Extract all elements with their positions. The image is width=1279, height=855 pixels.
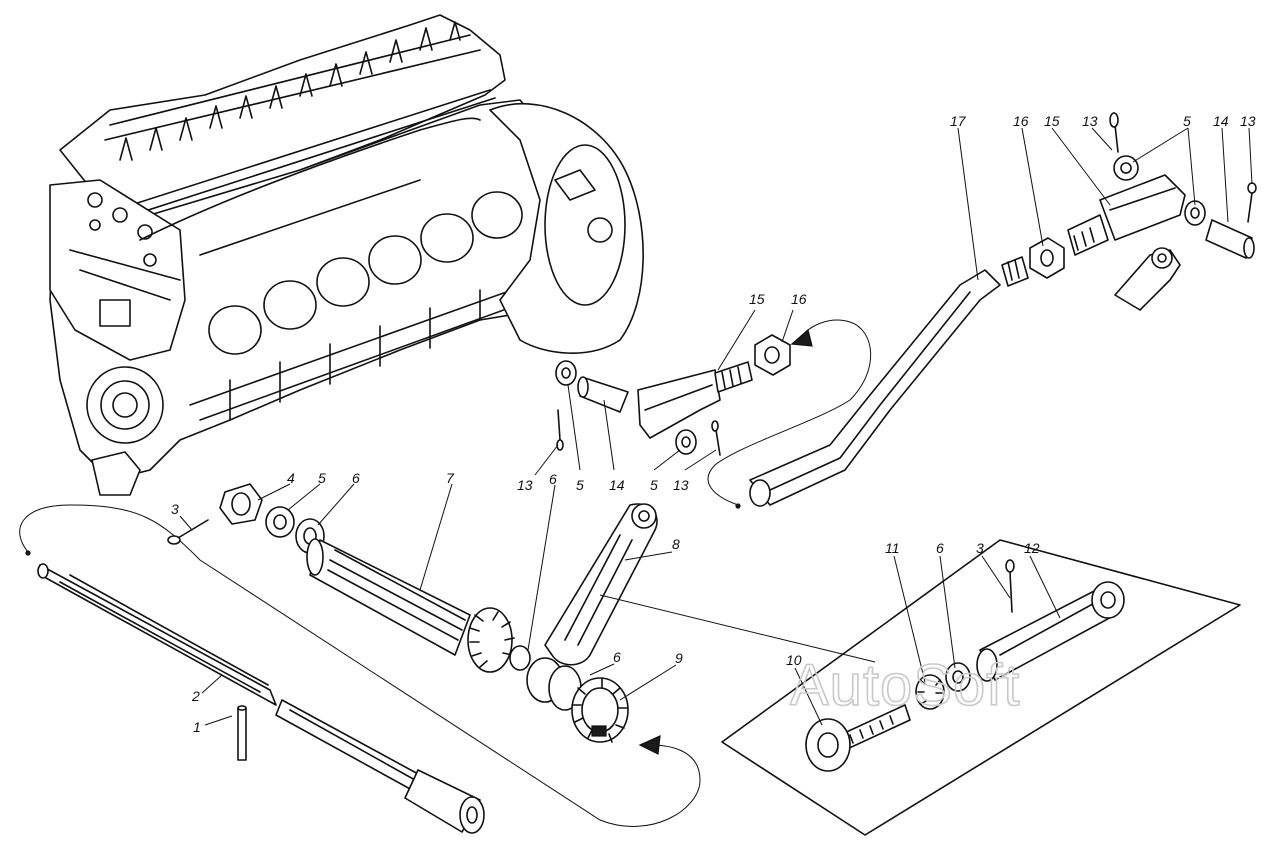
cotter-pin-3 — [167, 519, 209, 545]
middle-linkage-parts — [555, 334, 791, 456]
callout-labels: 1 2 3 4 5 6 7 13 6 5 14 5 13 15 16 8 6 9… — [171, 113, 1256, 735]
push-rod — [749, 269, 1001, 507]
callout-13: 13 — [673, 477, 689, 493]
callout-12: 12 — [1024, 540, 1040, 556]
callout-11: 11 — [885, 540, 900, 556]
callout-7: 7 — [446, 470, 455, 486]
callout-6: 6 — [936, 540, 944, 556]
leader-lines — [179, 127, 1253, 726]
callout-5: 5 — [576, 477, 584, 493]
washer — [265, 506, 295, 538]
bevel-gear — [571, 677, 629, 743]
assembly-guide-lines — [19, 319, 872, 827]
splined-sleeve-with-gear — [306, 538, 531, 673]
callout-3: 3 — [976, 540, 984, 556]
callout-17: 17 — [950, 113, 967, 129]
arrow-head-icon — [638, 735, 661, 755]
callout-13: 13 — [1082, 113, 1098, 129]
callout-5: 5 — [1183, 113, 1191, 129]
watermark-text: AutoSoft — [790, 653, 1020, 718]
callout-5: 5 — [650, 477, 658, 493]
callout-16: 16 — [1013, 113, 1029, 129]
detail-inset — [599, 539, 1241, 836]
drive-shaft-assembly — [37, 563, 485, 834]
callout-5: 5 — [318, 470, 326, 486]
callout-14: 14 — [1213, 113, 1229, 129]
callout-14: 14 — [609, 477, 625, 493]
callout-6: 6 — [613, 649, 621, 665]
callout-3: 3 — [171, 501, 179, 517]
callout-1: 1 — [193, 719, 201, 735]
callout-2: 2 — [191, 688, 200, 704]
arrow-head-icon — [790, 328, 813, 347]
callout-9: 9 — [675, 650, 683, 666]
castle-nut — [219, 483, 263, 525]
callout-13: 13 — [1240, 113, 1256, 129]
callout-16: 16 — [791, 291, 807, 307]
callout-13: 13 — [517, 477, 533, 493]
callout-6: 6 — [549, 471, 557, 487]
right-linkage-parts — [1001, 112, 1257, 311]
callout-15: 15 — [749, 291, 765, 307]
engine-block — [49, 14, 644, 496]
callout-10: 10 — [786, 652, 802, 668]
callout-6: 6 — [352, 470, 360, 486]
callout-4: 4 — [287, 470, 295, 486]
callout-8: 8 — [672, 536, 680, 552]
callout-15: 15 — [1044, 113, 1060, 129]
